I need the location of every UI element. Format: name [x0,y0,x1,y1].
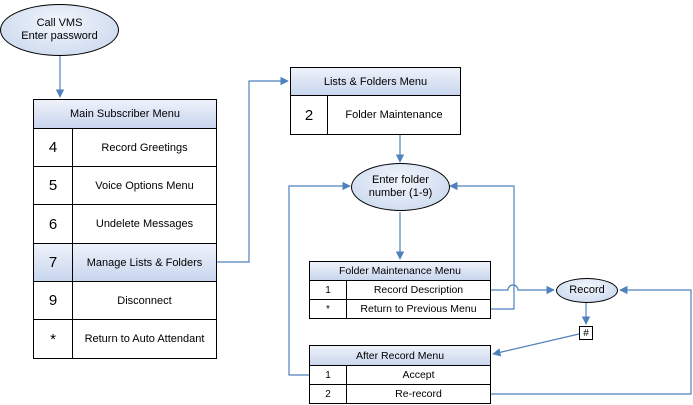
arrow-hash-to-after [492,333,580,357]
record-label: Record [569,284,605,296]
main-label-return-auto: Return to Auto Attendant [72,319,217,359]
after-label-accept: Accept [346,365,491,385]
enter-folder-line2: number (1-9) [368,187,433,199]
main-label-voice-options: Voice Options Menu [72,166,217,205]
lists-key-2: 2 [290,95,328,135]
main-menu-title: Main Subscriber Menu [33,99,217,129]
record-node: Record [556,278,618,303]
folder-key-1: 1 [309,280,347,300]
main-key-5: 5 [33,166,73,205]
after-key-2: 2 [309,384,347,404]
main-key-4: 4 [33,128,73,167]
folder-label-return-previous: Return to Previous Menu [346,299,491,319]
folder-label-record-description: Record Description [346,280,491,300]
lists-label-folder-maintenance: Folder Maintenance [327,95,461,135]
start-line2: Enter password [21,30,98,42]
arrow-record-desc-to-record [491,284,555,295]
lists-menu-title: Lists & Folders Menu [290,67,461,96]
after-label-rerecord: Re-record [346,384,491,404]
folder-menu-title: Folder Maintenance Menu [309,261,491,281]
main-key-star: * [33,319,73,359]
main-key-7: 7 [33,243,73,282]
arrow-return-to-enter [449,181,515,310]
hash-key-box: # [579,326,593,340]
arrow-accept-to-enter [288,181,351,376]
main-key-9: 9 [33,281,73,320]
enter-folder-line1: Enter folder [372,174,429,186]
arrow-rerecord-to-record [491,285,692,395]
after-menu-title: After Record Menu [309,345,491,366]
main-label-record-greetings: Record Greetings [72,128,217,167]
folder-key-star: * [309,299,347,319]
enter-folder-node: Enter folder number (1-9) [351,163,450,211]
main-label-disconnect: Disconnect [72,281,217,320]
start-line1: Call VMS [36,17,83,29]
main-key-6: 6 [33,204,73,244]
arrow-manage-to-lists [216,76,289,263]
main-label-undelete: Undelete Messages [72,204,217,244]
after-key-1: 1 [309,365,347,385]
main-label-manage-lists: Manage Lists & Folders [72,243,217,282]
start-node: Call VMS Enter password [0,4,119,56]
